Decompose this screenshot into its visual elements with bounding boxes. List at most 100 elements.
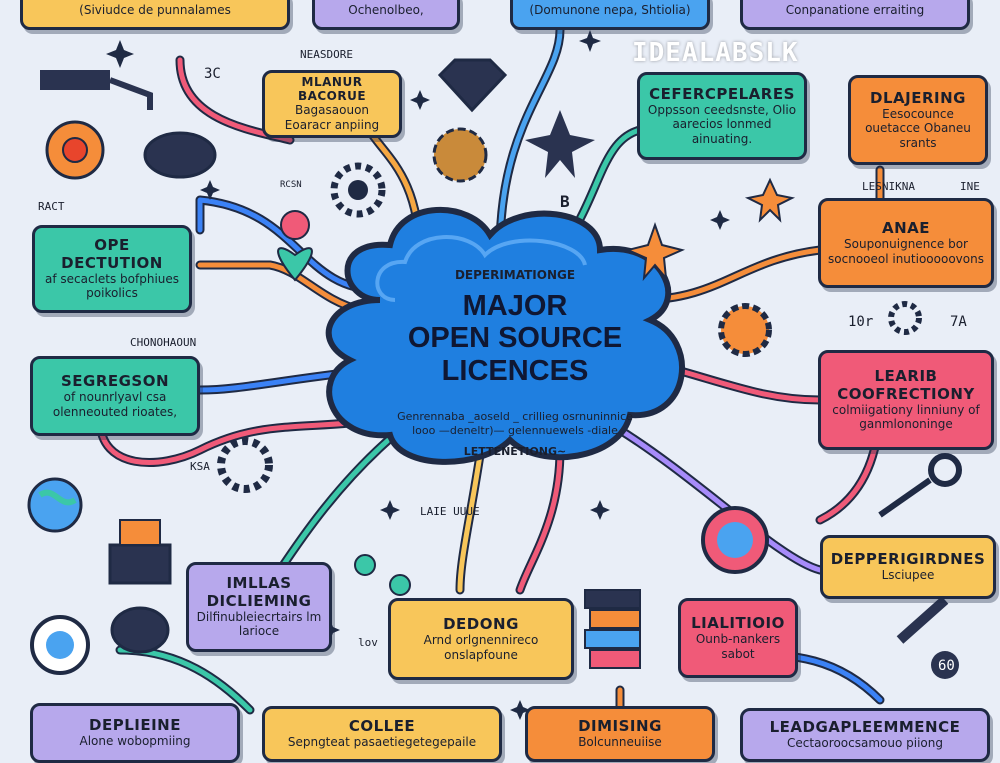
box-segregson: SEGREGSON of nounrlyavl csa olenneouted … (30, 356, 200, 436)
mouse-icon (143, 131, 217, 179)
connector-line (515, 445, 565, 595)
label-10r: 10r (848, 314, 874, 330)
diamond-icon (437, 58, 508, 113)
label-b-badge: B (560, 192, 570, 211)
connector-line (277, 427, 403, 573)
globe-icon (27, 477, 83, 533)
books-icon (584, 589, 641, 669)
box-imllas: IMLLAS DICLIEMING Dilfinubleiecrtairs lm… (186, 562, 332, 652)
box-top-right: Conpanatione erraiting (740, 0, 970, 30)
center-sub-line2: looo —deneltr)— gelennuewels -diale (412, 423, 618, 437)
connector-line (517, 447, 563, 593)
key-icon (878, 453, 962, 518)
box-body: Ochenolbeo, (348, 2, 424, 17)
box-body: Cectaoroocsamouo piiong (787, 736, 943, 751)
mouse-icon (110, 606, 170, 654)
box-body: af secaclets bofphiues poikolics (44, 271, 180, 301)
box-body: Conpanatione erraiting (785, 2, 925, 17)
connector-line (497, 27, 563, 253)
box-body: Bolcunneuiise (578, 735, 662, 750)
box-body: colmiigationy linniuny of ganmlononinge (832, 402, 980, 432)
box-body: Lsciupee (881, 568, 935, 583)
box-body: (Domunone nepa, Shtiolia) (529, 2, 691, 17)
box-deplieine: DEPLIEINE Alone wobopmiing (30, 703, 240, 763)
box-title: MLANUR BACORUE (297, 74, 367, 103)
label-60: 60 (938, 658, 955, 674)
connector-line (97, 417, 383, 465)
center-title-line1: MAJOR (462, 290, 568, 322)
label-iov: lov (358, 636, 378, 649)
center-title-line3: LICENCES (441, 354, 589, 387)
center-top-label: DEPERIMATIONGE (454, 268, 576, 282)
label-lesnikna: LESNIKNA (862, 180, 915, 193)
gear-icon (217, 437, 273, 493)
box-title: DEPLIEINE (89, 716, 181, 735)
box-body: Oppsson ceedsnste, Olio aarecios lonmed … (647, 103, 797, 146)
box-leadgaple: LEADGAPLEEMMENCE Cectaoroocsamouo piiong (740, 708, 990, 762)
box-body: Bagasaouon Eoaracr anpiing (284, 103, 380, 132)
center-title: MAJOR OPEN SOURCE LICENCES (380, 290, 650, 387)
box-title: LIALITIOIO (691, 613, 785, 632)
flower-icon (45, 120, 105, 180)
box-ope-dectution: OPE DECTUTION af secaclets bofphiues poi… (32, 225, 192, 313)
box-dedong: DEDONG Arnd orlgnennireco onslapfoune (388, 598, 574, 680)
center-footer: LETTENETIONG~ (463, 445, 567, 458)
box-body: Arnd orlgnennireco onslapfoune (423, 633, 539, 662)
box-body: Alone wobopmiing (79, 734, 191, 749)
laptop-icon (108, 519, 172, 585)
label-3c: 3C (204, 66, 221, 82)
box-anae: ANAE Souponuignence bor socnooeol inutio… (818, 198, 994, 288)
center-title-line2: OPEN SOURCE (407, 322, 623, 355)
connector-line (457, 452, 483, 593)
box-body: of nounrlyavl csa olenneouted rioates, (52, 390, 178, 419)
gear-icon (718, 303, 772, 357)
connector-line (115, 645, 255, 715)
center-subtitle: Genrennaba _aoseld _ crillieg osrnuninni… (350, 410, 680, 438)
box-title: ANAE (881, 218, 931, 237)
box-title: IMLLAS DICLIEMING (206, 574, 312, 610)
box-title: OPE DECTUTION (61, 236, 163, 272)
label-ine: INE (960, 180, 980, 193)
compass-icon (30, 615, 90, 675)
box-lialitioio: LIALITIOIO Ounb-nankers sabot (678, 598, 798, 678)
box-title: LEARIB COOFRECTIONY (837, 367, 975, 403)
gear-icon (888, 301, 922, 335)
box-title: DEPPERIGIRDNES (830, 550, 986, 569)
box-top-left: (Siviudce de punnalames (20, 0, 290, 30)
box-dlajering: DLAJERING Eesocounce ouetacce Obaneu sra… (848, 75, 988, 165)
box-deperigirdnes: DEPPERIGIRDNES Lsciupee (820, 535, 996, 599)
box-body: Dilfinubleiecrtairs lm larioce (196, 609, 322, 639)
label-ksa: KSA (190, 460, 210, 473)
box-title: CEFERCPELARES (649, 84, 795, 103)
box-dimising: DIMISING Bolcunneuiise (525, 706, 715, 762)
box-title: COLLEE (348, 717, 416, 736)
leaf-star-icon (624, 177, 796, 282)
watermark-logo: IDEALABSLK (632, 38, 799, 68)
box-collee: COLLEE Sepngteat pasaetiegetegepaile (262, 706, 502, 762)
leaf-star-icon (525, 110, 595, 178)
label-neasdore: NEASDORE (300, 48, 353, 61)
box-top-mid: (Domunone nepa, Shtiolia) (510, 0, 710, 30)
box-title: DIMISING (578, 717, 662, 736)
box-manuh: MLANUR BACORUE Bagasaouon Eoaracr anpiin… (262, 70, 402, 138)
box-title: LEADGAPLEEMMENCE (769, 718, 961, 737)
flower-icon (277, 210, 313, 282)
box-body: Ounb-nankers sabot (695, 632, 781, 661)
box-cefercpelares: CEFERCPELARES Oppsson ceedsnste, Olio aa… (637, 72, 807, 160)
connector-line (275, 425, 405, 575)
box-body: Eesocounce ouetacce Obaneu srants (865, 107, 971, 150)
mouse-icon (40, 70, 153, 110)
box-title: SEGREGSON (60, 371, 170, 390)
gear-icon (330, 162, 386, 218)
box-body: (Siviudce de punnalames (79, 2, 231, 17)
box-title: DEDONG (443, 614, 519, 633)
label-chonohaoun: CHONOHAOUN (130, 336, 197, 349)
box-top-mid-left: Ochenolbeo, (312, 0, 460, 30)
label-7a: 7A (950, 314, 967, 330)
gear-icon (432, 127, 488, 183)
label-rcsn: RCSN (280, 180, 302, 190)
box-body: Sepngteat pasaetiegetegepaile (287, 735, 477, 750)
box-learib: LEARIB COOFRECTIONY colmiigationy linniu… (818, 350, 994, 450)
plug-icon (354, 554, 411, 596)
